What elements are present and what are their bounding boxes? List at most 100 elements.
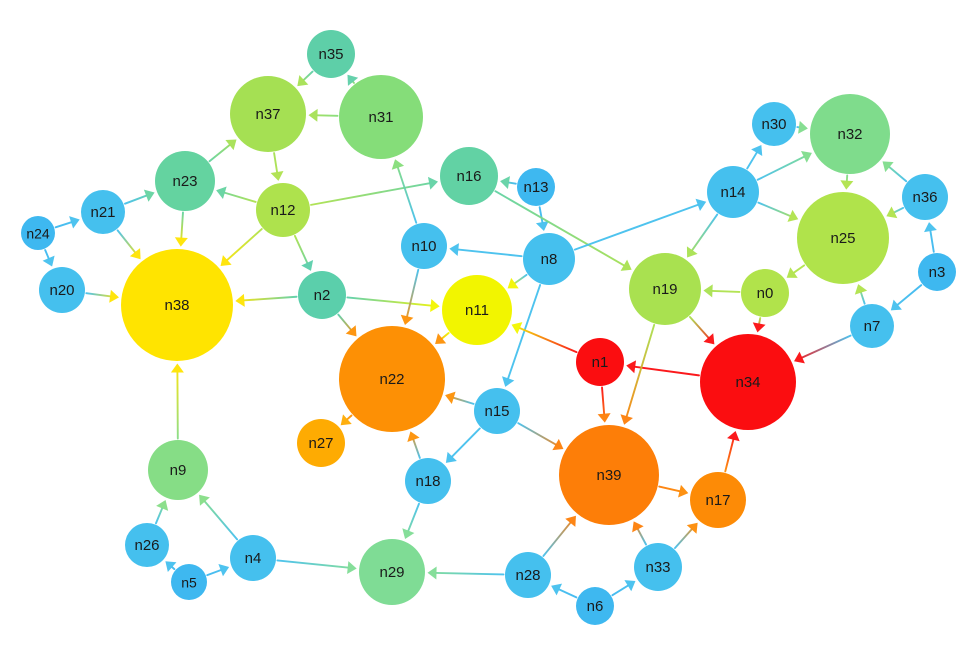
node-circle-n4[interactable] <box>230 535 276 581</box>
graph-node-n11[interactable]: n11 <box>442 275 512 345</box>
node-circle-n35[interactable] <box>307 30 355 78</box>
node-circle-n11[interactable] <box>442 275 512 345</box>
node-circle-n39[interactable] <box>559 425 659 525</box>
arrowhead-n2-to-n38 <box>235 293 245 307</box>
graph-node-n21[interactable]: n21 <box>81 190 125 234</box>
node-circle-n18[interactable] <box>405 458 451 504</box>
node-circle-n37[interactable] <box>230 76 306 152</box>
graph-node-n39[interactable]: n39 <box>559 425 659 525</box>
graph-node-n37[interactable]: n37 <box>230 76 306 152</box>
graph-node-n33[interactable]: n33 <box>634 543 682 591</box>
graph-node-n24[interactable]: n24 <box>21 216 55 250</box>
graph-node-n2[interactable]: n2 <box>298 271 346 319</box>
graph-node-n9[interactable]: n9 <box>148 440 208 500</box>
node-circle-n14[interactable] <box>707 166 759 218</box>
graph-node-n0[interactable]: n0 <box>741 269 789 317</box>
graph-node-n25[interactable]: n25 <box>797 192 889 284</box>
node-circle-n23[interactable] <box>155 151 215 211</box>
arrowhead-n10-to-n22 <box>400 314 414 326</box>
graph-node-n22[interactable]: n22 <box>339 326 445 432</box>
graph-node-n36[interactable]: n36 <box>902 174 948 220</box>
node-circle-n30[interactable] <box>752 102 796 146</box>
edge-n0-to-n34 <box>758 317 762 325</box>
node-circle-n13[interactable] <box>517 168 555 206</box>
arrowhead-n18-to-n29 <box>402 528 415 539</box>
node-circle-n34[interactable] <box>700 334 796 430</box>
node-circle-n20[interactable] <box>39 267 85 313</box>
graph-node-n38[interactable]: n38 <box>121 249 233 361</box>
arrowhead-n0-to-n34 <box>752 322 766 333</box>
graph-node-n16[interactable]: n16 <box>440 147 498 205</box>
graph-node-n1[interactable]: n1 <box>576 338 624 386</box>
graph-node-n29[interactable]: n29 <box>359 539 425 605</box>
graph-node-n3[interactable]: n3 <box>918 253 956 291</box>
node-circle-n10[interactable] <box>401 223 447 269</box>
graph-node-n18[interactable]: n18 <box>405 458 451 504</box>
node-circle-n25[interactable] <box>797 192 889 284</box>
edge-n13-to-n16 <box>508 181 517 185</box>
node-circle-n38[interactable] <box>121 249 233 361</box>
node-circle-n26[interactable] <box>125 523 169 567</box>
arrowhead-n32-to-n25 <box>840 180 854 190</box>
node-circle-n28[interactable] <box>505 552 551 598</box>
node-circle-n24[interactable] <box>21 216 55 250</box>
edge-n8-to-n11 <box>513 273 528 285</box>
node-circle-n16[interactable] <box>440 147 498 205</box>
node-circle-n12[interactable] <box>256 183 310 237</box>
graph-node-n13[interactable]: n13 <box>517 168 555 206</box>
node-circle-n17[interactable] <box>690 472 746 528</box>
edge-n8-to-n10 <box>457 248 523 258</box>
node-circle-n22[interactable] <box>339 326 445 432</box>
node-circle-n15[interactable] <box>474 388 520 434</box>
node-circle-n33[interactable] <box>634 543 682 591</box>
node-circle-n5[interactable] <box>171 564 207 600</box>
node-circle-n7[interactable] <box>850 304 894 348</box>
graph-node-n4[interactable]: n4 <box>230 535 276 581</box>
graph-node-n19[interactable]: n19 <box>629 253 701 325</box>
graph-node-n32[interactable]: n32 <box>810 94 890 174</box>
node-circle-n3[interactable] <box>918 253 956 291</box>
node-circle-n2[interactable] <box>298 271 346 319</box>
graph-node-n31[interactable]: n31 <box>339 75 423 159</box>
graph-node-n34[interactable]: n34 <box>700 334 796 430</box>
graph-node-n27[interactable]: n27 <box>297 419 345 467</box>
node-circle-n31[interactable] <box>339 75 423 159</box>
graph-node-n7[interactable]: n7 <box>850 304 894 348</box>
edge-n15-to-n18 <box>451 427 481 458</box>
arrowhead-n11-to-n22 <box>435 333 447 345</box>
graph-node-n14[interactable]: n14 <box>707 166 759 218</box>
arrowhead-n1-to-n11 <box>511 322 523 335</box>
graph-node-n10[interactable]: n10 <box>401 223 447 269</box>
graph-node-n28[interactable]: n28 <box>505 552 551 598</box>
graph-node-n12[interactable]: n12 <box>256 183 310 237</box>
arrowhead-n20-to-n38 <box>109 289 119 303</box>
arrowhead-n17-to-n34 <box>727 430 740 442</box>
graph-node-n17[interactable]: n17 <box>690 472 746 528</box>
node-circle-n0[interactable] <box>741 269 789 317</box>
node-circle-n1[interactable] <box>576 338 624 386</box>
edge-n34-to-n1 <box>634 365 700 377</box>
arrowhead-n12-to-n16 <box>427 176 439 190</box>
node-circle-n32[interactable] <box>810 94 890 174</box>
arrowhead-n0-to-n19 <box>703 284 713 298</box>
graph-node-n5[interactable]: n5 <box>171 564 207 600</box>
node-circle-n9[interactable] <box>148 440 208 500</box>
graph-node-n20[interactable]: n20 <box>39 267 85 313</box>
node-circle-n19[interactable] <box>629 253 701 325</box>
graph-node-n30[interactable]: n30 <box>752 102 796 146</box>
node-circle-n8[interactable] <box>523 233 575 285</box>
arrowhead-n16-to-n19 <box>620 259 632 271</box>
graph-node-n35[interactable]: n35 <box>307 30 355 78</box>
graph-node-n23[interactable]: n23 <box>155 151 215 211</box>
node-circle-n29[interactable] <box>359 539 425 605</box>
graph-node-n15[interactable]: n15 <box>474 388 520 434</box>
graph-node-n6[interactable]: n6 <box>576 587 614 625</box>
node-circle-n6[interactable] <box>576 587 614 625</box>
graph-node-n26[interactable]: n26 <box>125 523 169 567</box>
graph-node-n8[interactable]: n8 <box>523 233 575 285</box>
node-circle-n36[interactable] <box>902 174 948 220</box>
arrowhead-n19-to-n39 <box>620 414 633 425</box>
node-circle-n27[interactable] <box>297 419 345 467</box>
node-circle-n21[interactable] <box>81 190 125 234</box>
